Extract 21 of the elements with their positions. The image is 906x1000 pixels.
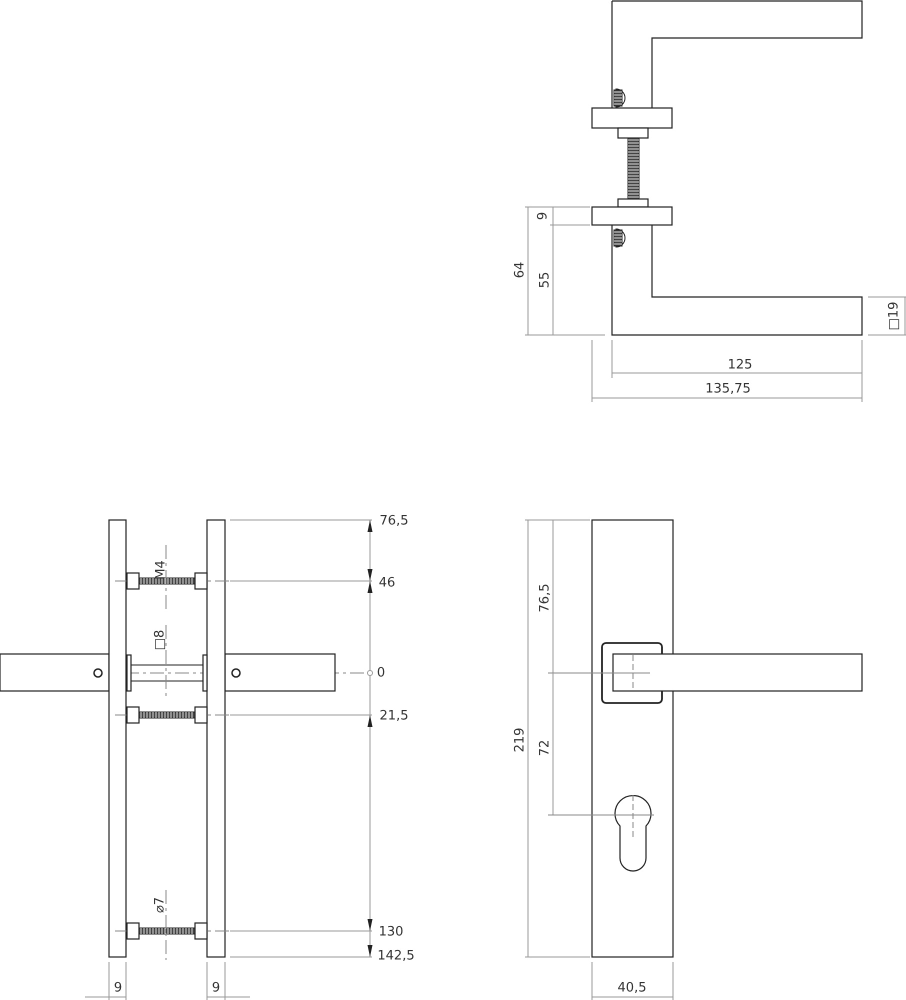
dimension-label: □8 (154, 630, 166, 650)
dimension-label: M4 (154, 560, 168, 580)
dimension-label: 46 (378, 576, 396, 590)
dimension-label: 130 (378, 926, 404, 938)
dimension-label: 142,5 (377, 950, 415, 962)
dimension-label: 9 (114, 982, 122, 994)
dimension-label: 0 (376, 666, 386, 680)
dimension-label: 21,5 (380, 710, 408, 722)
dimension-label: 9 (212, 982, 220, 994)
dimension-label: 219 (514, 728, 526, 752)
dimension-label: 76,5 (380, 514, 408, 528)
dimension-label: □19 (888, 302, 900, 330)
dimension-label: 40,5 (618, 982, 646, 994)
dimension-label: ⌀7 (154, 896, 166, 914)
dimension-label: 135,75 (705, 382, 751, 396)
dimension-label: 9 (536, 212, 550, 220)
dimension-label: 64 (514, 262, 526, 278)
dimension-label: 125 (728, 358, 752, 372)
dimension-label: 55 (538, 272, 552, 288)
dimension-label: 72 (538, 740, 552, 756)
dimension-label: 76,5 (538, 584, 552, 612)
